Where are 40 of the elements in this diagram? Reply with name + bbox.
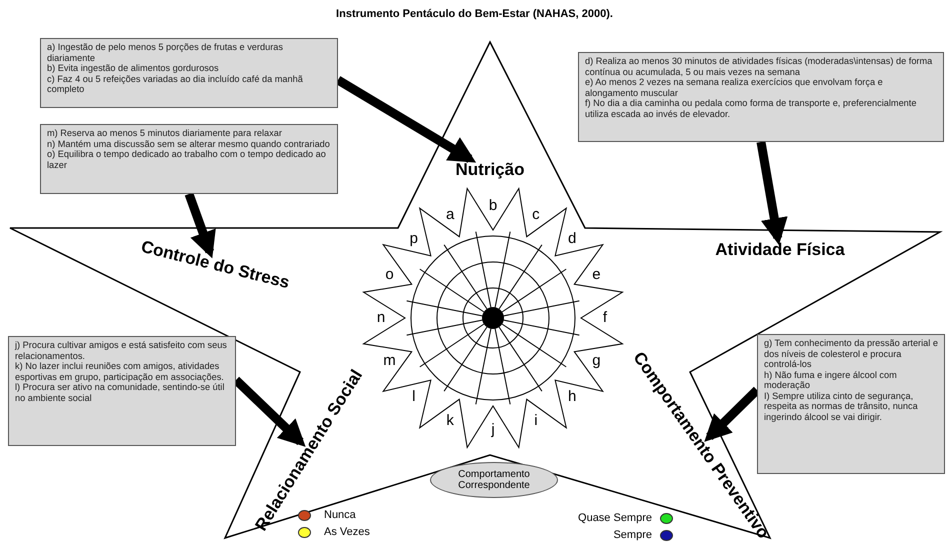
petal-letter: b (483, 196, 503, 216)
note-text: o) Equilibra o tempo dedicado ao trabalho com o tempo dedicado ao lazer (47, 149, 327, 170)
diagram-title: Instrumento Pentáculo do Bem-Estar (NAHAS, 2000). (335, 8, 614, 20)
legend-label: Sempre (613, 529, 652, 541)
note-text: h) Não fuma e ingere álcool com moderação (764, 370, 898, 391)
petal-letter: f (595, 308, 615, 328)
arm-label: Controle do Stress (125, 234, 305, 298)
note-text: l) Procura ser ativo na comunidade, sentindo-se útil no ambiente social (15, 382, 226, 404)
petal-letter: o (380, 265, 400, 286)
note-box (578, 52, 944, 142)
petal-letter: g (586, 350, 606, 371)
legend-label: Quase Sempre (578, 512, 652, 524)
petal-letter: n (371, 308, 391, 328)
note-text: j) Procura cultivar amigos e está satisfeito com seus relacionamentos. (15, 340, 228, 362)
petal-letter: d (562, 228, 582, 249)
note-box (40, 124, 338, 194)
note-text: k) No lazer inclui reuniões com amigos, atividades esportivas em grupo, participação em associações. (15, 361, 225, 382)
note-text: I) Sempre utiliza cinto de segurança, respeita as normas de trânsito, nunca ingerindo álcool se vai dirigir. (764, 390, 919, 423)
petal-letter: i (526, 411, 546, 432)
petal-letter: p (404, 228, 424, 249)
petal-letter: m (380, 350, 400, 371)
block-arrow (184, 192, 216, 258)
petal-letter: j (483, 420, 503, 440)
arm-label: Atividade Física (705, 240, 855, 262)
petal-letter: a (440, 204, 460, 225)
note-text: f) No dia a dia caminha ou pedala como forma de transporte e, preferencialmente utiliza escada ao invés de elevador. (585, 98, 918, 120)
block-arrow (756, 141, 788, 246)
petal-letter: l (404, 387, 424, 408)
note-text: m) Reserva ao menos 5 minutos diariamente para relaxar (47, 128, 283, 139)
note-text: c) Faz 4 ou 5 refeições variadas ao dia incluído café da manhã completo (47, 74, 304, 95)
note-box (8, 336, 236, 446)
category-ellipse: Comportamento Correspondente (430, 462, 558, 498)
petal-letter: e (586, 265, 606, 286)
note-text: n) Mantém uma discussão sem se alterar mesmo quando contrariado (47, 138, 331, 150)
note-box (40, 38, 338, 108)
petal-letter: k (440, 411, 460, 432)
petal-letter: c (526, 204, 546, 225)
arm-label: Nutrição (430, 160, 550, 182)
petal-letter: h (562, 387, 582, 408)
note-text: b) Evita ingestão de alimentos gordurosos (47, 63, 220, 74)
